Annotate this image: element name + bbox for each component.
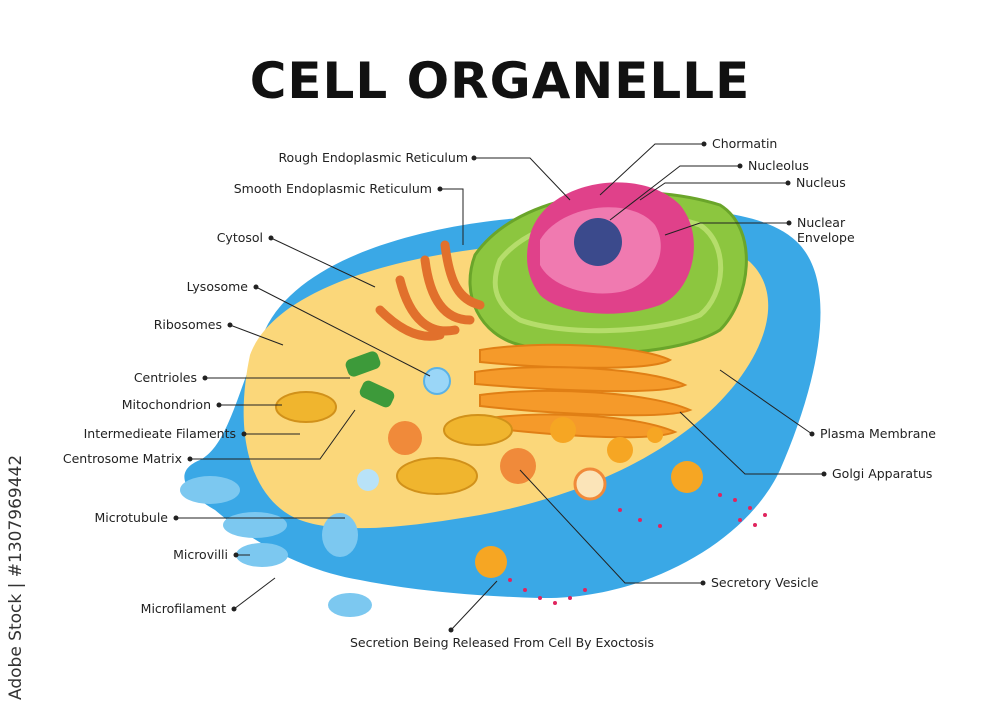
leader-dots (173, 141, 827, 633)
page-title: CELL ORGANELLE (249, 52, 751, 110)
label-microtubule: Microtubule (94, 510, 169, 525)
label-rough-er: Rough Endoplasmic Reticulum (278, 150, 468, 165)
label-centrioles: Centrioles (133, 370, 197, 385)
label-exocytosis: Secretion Being Released From Cell By Ex… (350, 635, 654, 650)
label-cytosol: Cytosol (216, 230, 263, 245)
label-microvilli: Microvilli (173, 547, 228, 562)
smooth-er-shapes (375, 240, 485, 341)
label-smooth-er: Smooth Endoplasmic Reticulum (233, 181, 432, 196)
label-centrosome-matrix: Centrosome Matrix (62, 451, 182, 466)
label-lysosome: Lysosome (186, 279, 248, 294)
centriole-shapes (345, 351, 395, 408)
nucleolus-shape (574, 218, 622, 266)
label-chromatin: Chormatin (712, 136, 778, 151)
golgi-shapes (474, 343, 693, 439)
label-nuclear-envelope-line2: Envelope (797, 230, 855, 245)
lysosome-shape (423, 367, 451, 395)
label-plasma-membrane: Plasma Membrane (820, 426, 936, 441)
label-golgi-apparatus: Golgi Apparatus (832, 466, 933, 481)
label-secretory-vesicle: Secretory Vesicle (711, 575, 819, 590)
label-mitochondrion: Mitochondrion (121, 397, 211, 412)
side-credit-text: Adobe Stock | #1307969442 (6, 454, 26, 700)
vesicle-shapes (357, 417, 703, 578)
label-microfilament: Microfilament (140, 601, 226, 616)
label-intermediate-filaments: Intermedieate Filaments (83, 426, 236, 441)
mitochondria-shapes (275, 391, 513, 495)
label-ribosomes: Ribosomes (153, 317, 222, 332)
label-nuclear-envelope-line1: Nuclear (797, 215, 846, 230)
label-nucleolus: Nucleolus (748, 158, 809, 173)
secretion-dots (508, 493, 767, 605)
leader-lines (176, 143, 824, 631)
label-nucleus: Nucleus (796, 175, 846, 190)
